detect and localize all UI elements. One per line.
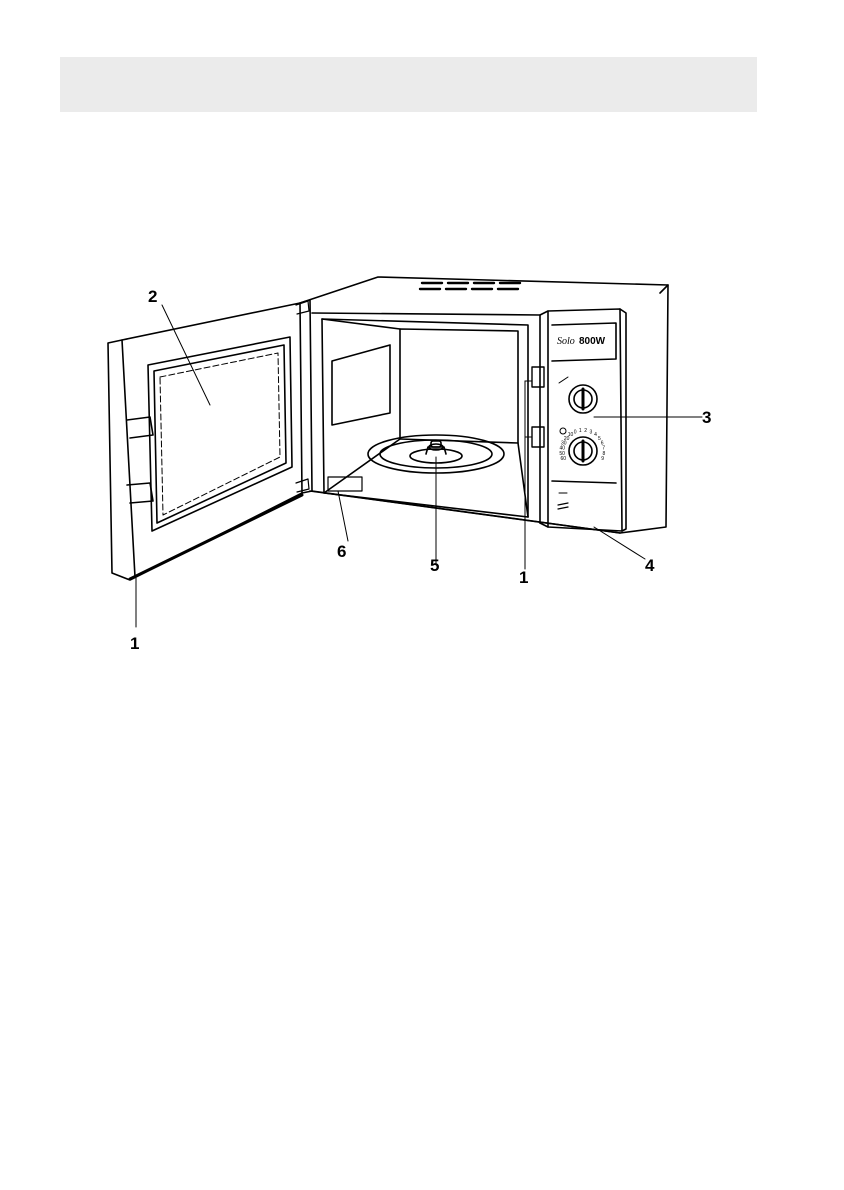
timer-dial-number: 50: [559, 451, 565, 457]
timer-dial-number: 4: [594, 432, 597, 438]
brand-model: 800W: [579, 336, 606, 347]
callout-door-release: 4: [645, 556, 655, 575]
timer-dial-number: 60: [561, 456, 567, 462]
header-band: [60, 57, 757, 112]
callout-door-catches: 1: [519, 568, 528, 587]
callout-door-seal: 1: [130, 634, 139, 653]
timer-dial-number: 2: [584, 428, 587, 434]
brand-script: Solo: [557, 336, 575, 347]
timer-dial-number: 6: [601, 441, 604, 447]
timer-dial-number: 5: [598, 436, 601, 442]
timer-dial-number: 40: [560, 446, 566, 452]
door: [107, 299, 313, 581]
control-panel: [539, 308, 627, 532]
cabinet: [299, 276, 669, 534]
rating-plate: [327, 476, 363, 492]
callout-rating-plate: 6: [337, 542, 346, 561]
timer-dial-number: 10: [568, 432, 574, 438]
callout-door-window: 2: [148, 287, 157, 306]
timer-dial-number: 3: [590, 430, 593, 436]
timer-dial-number: 8: [603, 451, 606, 457]
timer-dial-number: 1: [579, 428, 582, 434]
timer-dial-number: 7: [602, 446, 605, 452]
callout-turntable-coupler: 5: [430, 556, 439, 575]
timer-dial-number: 20: [564, 436, 570, 442]
timer-dial-number: 9: [601, 456, 604, 462]
timer-dial-number: 0: [574, 430, 577, 436]
leader-lines: [135, 304, 703, 628]
timer-dial-number: 30: [561, 441, 567, 447]
callout-control-panel: 3: [702, 408, 711, 427]
